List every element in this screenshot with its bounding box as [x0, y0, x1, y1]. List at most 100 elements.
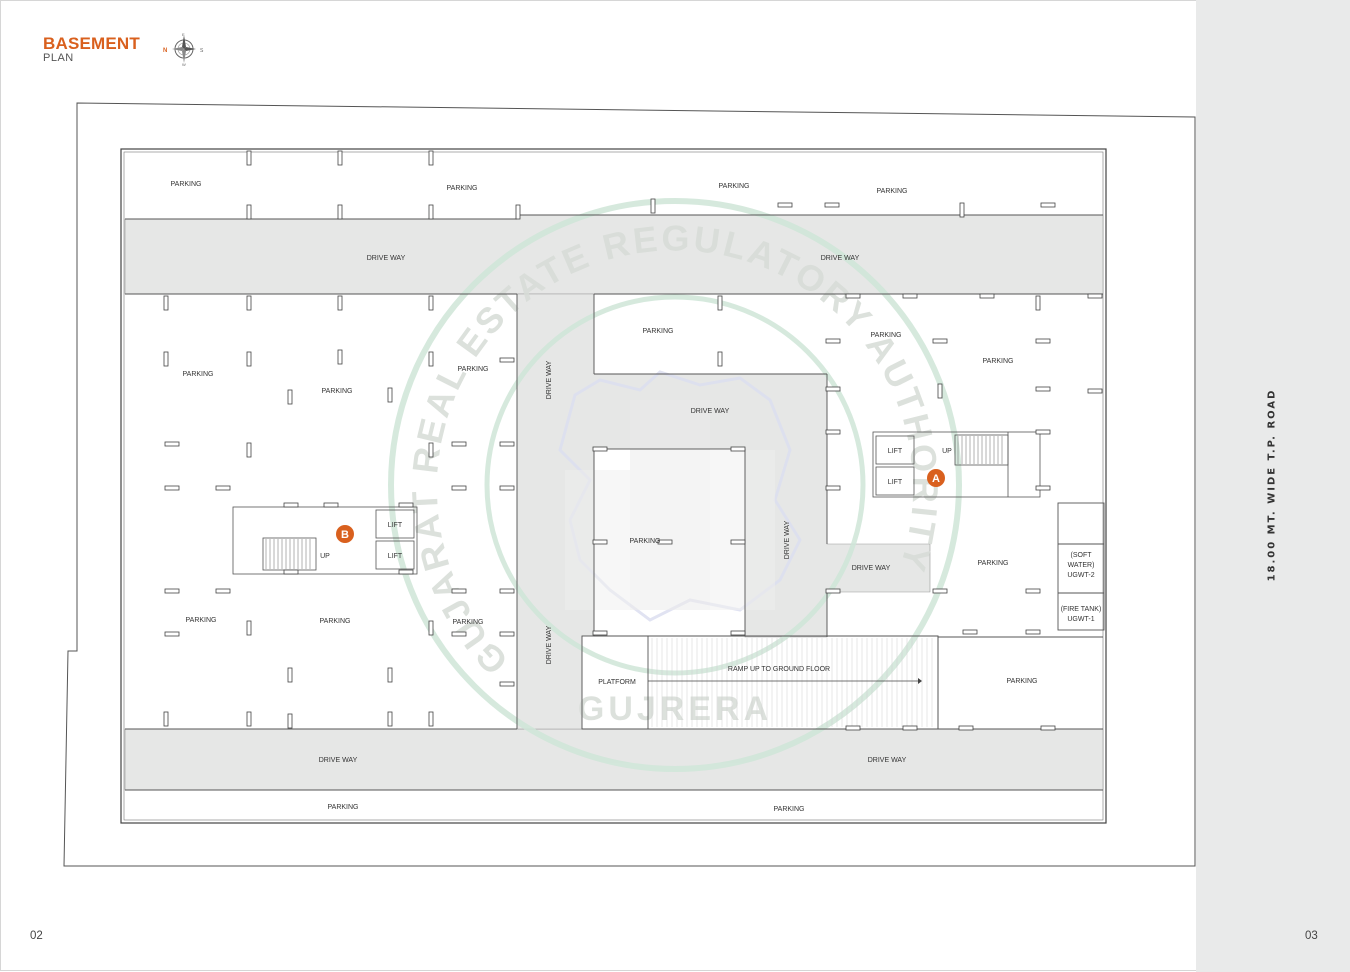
column	[499, 588, 515, 594]
column	[845, 725, 861, 731]
column	[902, 293, 918, 299]
column	[387, 667, 393, 683]
column	[958, 725, 974, 731]
parking-label: PARKING	[630, 538, 661, 545]
column	[283, 569, 299, 575]
soft-water-label-line1: (SOFT	[1071, 552, 1093, 559]
column	[287, 389, 293, 405]
lift-label: LIFT	[388, 553, 403, 560]
column	[515, 204, 521, 220]
parking-label: PARKING	[171, 181, 202, 188]
basement-floor-plan: GUJARAT REAL ESTATE REGULATORY AUTHORITY…	[63, 102, 1196, 867]
column	[246, 150, 252, 166]
misc-labels: PLATFORM RAMP UP TO GROUND FLOOR (SOFT W…	[598, 552, 1101, 686]
fire-tank-label-line1: (FIRE TANK)	[1061, 606, 1102, 613]
column	[337, 204, 343, 220]
column	[730, 630, 746, 636]
column	[499, 441, 515, 447]
column	[337, 295, 343, 311]
column	[1035, 386, 1051, 392]
ramp-label: RAMP UP TO GROUND FLOOR	[728, 666, 830, 673]
column	[825, 338, 841, 344]
column	[979, 293, 995, 299]
column	[825, 386, 841, 392]
column	[1035, 338, 1051, 344]
soft-water-label-line3: UGWT-2	[1067, 572, 1094, 579]
lift-label: LIFT	[388, 522, 403, 529]
column	[164, 485, 180, 491]
column	[657, 539, 673, 545]
compass-icon: N S E W	[163, 32, 204, 66]
column	[428, 204, 434, 220]
column	[164, 441, 180, 447]
stair-b-treads	[265, 539, 311, 569]
up-label: UP	[320, 553, 330, 560]
column	[717, 295, 723, 311]
column	[1040, 725, 1056, 731]
column	[428, 150, 434, 166]
column	[337, 349, 343, 365]
column	[932, 588, 948, 594]
column	[902, 725, 918, 731]
drive-way-label: DRIVE WAY	[852, 565, 891, 572]
drive-way-label: DRIVE WAY	[691, 408, 730, 415]
watermark-bottom-text: GUJRERA	[578, 690, 772, 728]
core-b-marker	[336, 525, 354, 543]
column	[451, 441, 467, 447]
column	[1087, 388, 1103, 394]
drive-way-label: DRIVE WAY	[367, 255, 406, 262]
column	[323, 502, 339, 508]
column	[398, 502, 414, 508]
core-b	[232, 506, 418, 575]
column	[592, 539, 608, 545]
road-sidebar	[1196, 0, 1350, 972]
column	[499, 357, 515, 363]
page-title: BASEMENT	[43, 34, 140, 53]
column	[283, 502, 299, 508]
column	[825, 429, 841, 435]
lift-label: LIFT	[888, 479, 903, 486]
column	[451, 588, 467, 594]
column	[246, 295, 252, 311]
column	[287, 713, 293, 729]
fire-tank-label-line2: UGWT-1	[1067, 616, 1094, 623]
core-a-marker	[927, 469, 945, 487]
road-label: 18.00 MT. WIDE T.P. ROAD	[1266, 388, 1278, 582]
column	[825, 588, 841, 594]
column	[287, 667, 293, 683]
compass-east-label: E	[182, 32, 185, 37]
column	[592, 446, 608, 452]
column	[1087, 293, 1103, 299]
column	[215, 485, 231, 491]
column	[387, 387, 393, 403]
parking-label: PARKING	[453, 619, 484, 626]
drive-way-labels: DRIVE WAY DRIVE WAY DRIVE WAY DRIVE WAY …	[319, 255, 907, 764]
parking-label: PARKING	[458, 366, 489, 373]
site-boundary	[63, 102, 1196, 867]
column	[164, 588, 180, 594]
soft-water-label-line2: WATER)	[1068, 562, 1095, 569]
column	[717, 351, 723, 367]
column	[824, 202, 840, 208]
page-subtitle: PLAN	[43, 52, 74, 64]
parking-label: PARKING	[774, 806, 805, 813]
parking-label: PARKING	[978, 560, 1009, 567]
ramp-hatching	[651, 638, 933, 727]
column	[499, 681, 515, 687]
compass-south-label: S	[200, 48, 204, 54]
drive-way-label: DRIVE WAY	[784, 520, 791, 559]
parking-label: PARKING	[328, 804, 359, 811]
stair-a-treads	[957, 436, 1003, 464]
column	[387, 711, 393, 727]
column	[246, 711, 252, 727]
column	[845, 293, 861, 299]
parking-label: PARKING	[447, 185, 478, 192]
core-a-marker-label: A	[932, 473, 940, 485]
column	[1025, 588, 1041, 594]
drive-way-label: DRIVE WAY	[821, 255, 860, 262]
column	[499, 485, 515, 491]
core-b-marker-label: B	[341, 529, 349, 541]
column	[650, 198, 656, 214]
parking-label: PARKING	[1007, 678, 1038, 685]
parking-label: PARKING	[983, 358, 1014, 365]
